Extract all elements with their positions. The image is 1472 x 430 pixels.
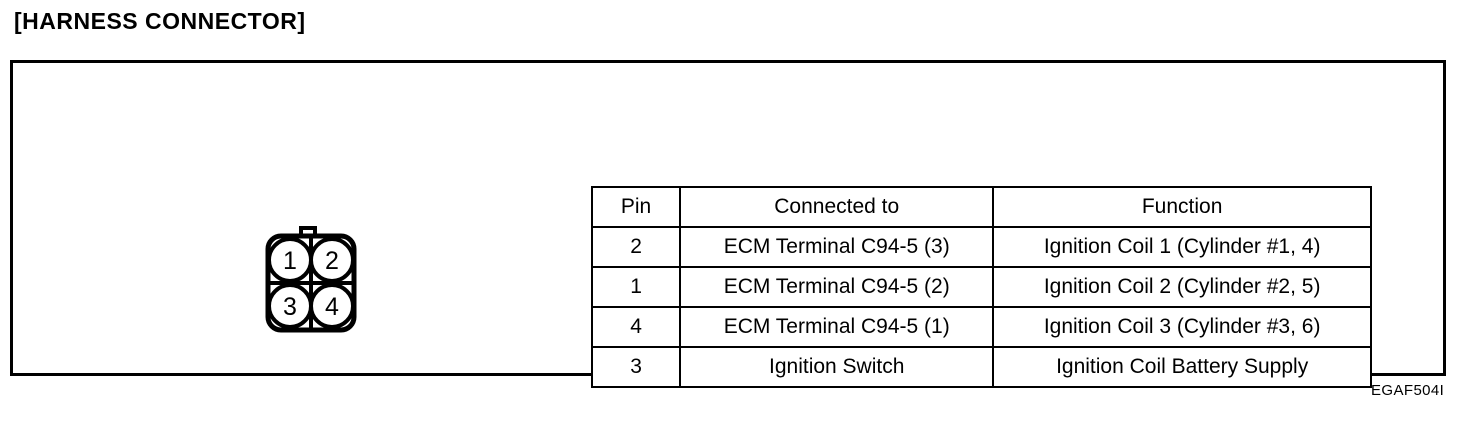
table-row: 2 ECM Terminal C94-5 (3) Ignition Coil 1… [590, 226, 1372, 268]
cell-connected-to: Ignition Switch [679, 346, 995, 388]
column-header-connected-to: Connected to [679, 186, 995, 228]
figure-reference-code: EGAF504I [1371, 382, 1445, 399]
cell-function: Ignition Coil 1 (Cylinder #1, 4) [992, 226, 1372, 268]
cell-function: Ignition Coil 3 (Cylinder #3, 6) [992, 306, 1372, 348]
figure-panel: 1 2 3 4 Pin Connected to Function 2 ECM … [10, 60, 1446, 388]
harness-connector-diagram: 1 2 3 4 [258, 221, 368, 336]
cell-function: Ignition Coil 2 (Cylinder #2, 5) [992, 266, 1372, 308]
table-header-row: Pin Connected to Function [590, 186, 1372, 228]
cell-connected-to: ECM Terminal C94-5 (1) [679, 306, 995, 348]
pin-number-3: 3 [283, 293, 297, 321]
pin-number-2: 2 [325, 247, 339, 275]
pin-number-4: 4 [325, 293, 339, 321]
pin-cavity-4 [309, 283, 355, 329]
cell-connected-to: ECM Terminal C94-5 (3) [679, 226, 995, 268]
cell-pin: 3 [590, 346, 682, 388]
table-row: 4 ECM Terminal C94-5 (1) Ignition Coil 3… [590, 306, 1372, 348]
cell-function: Ignition Coil Battery Supply [992, 346, 1372, 388]
cell-pin: 2 [590, 226, 682, 268]
pin-number-1: 1 [283, 247, 297, 275]
cell-connected-to: ECM Terminal C94-5 (2) [679, 266, 995, 308]
pin-assignment-table: Pin Connected to Function 2 ECM Terminal… [590, 186, 1372, 388]
page-title: [HARNESS CONNECTOR] [14, 8, 306, 34]
column-header-function: Function [992, 186, 1372, 228]
table-row: 1 ECM Terminal C94-5 (2) Ignition Coil 2… [590, 266, 1372, 308]
table-row: 3 Ignition Switch Ignition Coil Battery … [590, 346, 1372, 388]
column-header-pin: Pin [590, 186, 682, 228]
cell-pin: 1 [590, 266, 682, 308]
cell-pin: 4 [590, 306, 682, 348]
pin-cavity-2 [309, 237, 355, 283]
